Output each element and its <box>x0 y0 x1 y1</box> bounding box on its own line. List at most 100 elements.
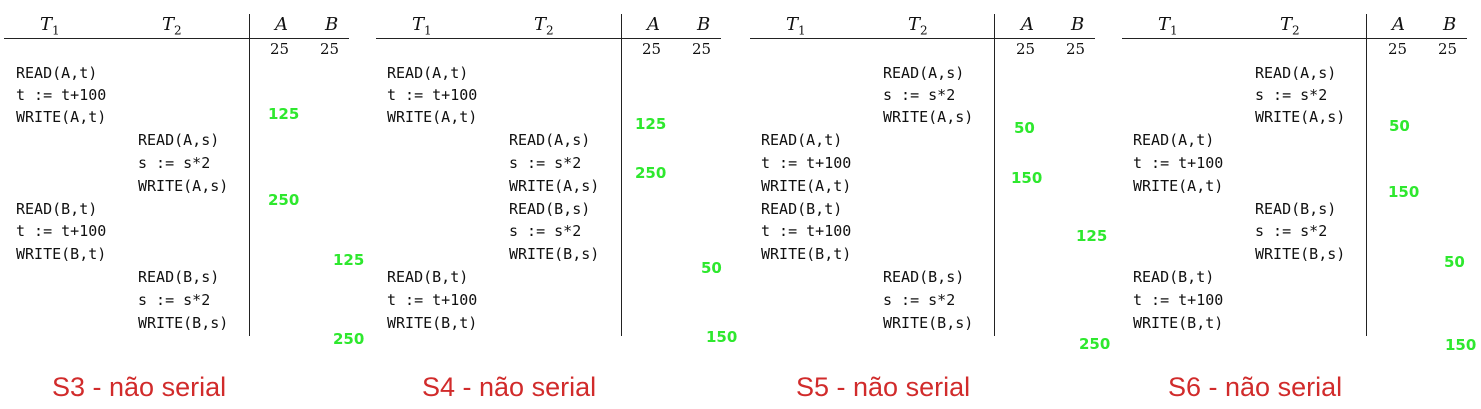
a-value: 250 <box>635 164 667 182</box>
t2-op: READ(A,s) <box>138 131 220 149</box>
schedule-caption: S4 - não serial <box>422 372 597 402</box>
column-divider <box>1366 14 1367 336</box>
t1-op: WRITE(A,t) <box>761 177 852 195</box>
t2-op: WRITE(B,s) <box>1255 245 1346 263</box>
schedule-caption: S3 - não serial <box>52 372 227 402</box>
t1-op: t := t+100 <box>387 86 478 104</box>
t1-op: WRITE(A,t) <box>387 108 478 126</box>
b-value: 125 <box>333 251 365 269</box>
t1-op: t := t+100 <box>16 222 107 240</box>
t2-op: WRITE(B,s) <box>509 245 600 263</box>
header-t2: T2 <box>162 14 182 38</box>
t2-op: s := s*2 <box>883 86 956 104</box>
t1-op: WRITE(B,t) <box>16 245 107 263</box>
column-divider <box>621 14 622 336</box>
t1-op: READ(B,t) <box>761 200 843 218</box>
t1-op: READ(A,t) <box>16 64 98 82</box>
schedule-caption: S6 - não serial <box>1168 372 1343 402</box>
header-t1: T1 <box>40 14 60 38</box>
header-b: B <box>1443 14 1457 35</box>
column-divider <box>249 14 250 336</box>
header-t1: T1 <box>786 14 806 38</box>
a-value: 50 <box>1014 119 1035 137</box>
t1-op: WRITE(B,t) <box>1133 314 1224 332</box>
t1-op: READ(A,t) <box>761 131 843 149</box>
initial-a: 25 <box>642 40 662 58</box>
t1-op: t := t+100 <box>387 291 478 309</box>
column-divider <box>994 14 995 336</box>
t2-op: WRITE(A,s) <box>1255 108 1346 126</box>
t2-op: WRITE(A,s) <box>509 177 600 195</box>
b-value: 50 <box>1444 253 1465 271</box>
t2-op: s := s*2 <box>509 222 582 240</box>
t2-op: READ(B,s) <box>138 268 220 286</box>
initial-a: 25 <box>270 40 290 58</box>
header-t2: T2 <box>534 14 554 38</box>
a-value: 50 <box>1389 117 1410 135</box>
schedule-s4: T1 T2 A B 25 25 READ(A,t) t := t+100 WRI… <box>372 0 737 409</box>
t2-op: WRITE(B,s) <box>883 314 974 332</box>
schedule-caption: S5 - não serial <box>796 372 971 402</box>
t1-op: READ(B,t) <box>16 200 98 218</box>
t2-op: WRITE(A,s) <box>138 177 229 195</box>
header-t1: T1 <box>412 14 432 38</box>
header-rule <box>4 38 349 39</box>
header-rule <box>750 38 1095 39</box>
b-value: 150 <box>1445 336 1477 354</box>
initial-b: 25 <box>320 40 340 58</box>
t1-op: t := t+100 <box>761 154 852 172</box>
header-a: A <box>1021 14 1034 35</box>
t2-op: s := s*2 <box>138 154 211 172</box>
b-value: 250 <box>1079 335 1111 353</box>
header-a: A <box>647 14 660 35</box>
t1-op: READ(B,t) <box>1133 268 1215 286</box>
t2-op: READ(A,s) <box>509 131 591 149</box>
t2-op: READ(B,s) <box>1255 200 1337 218</box>
schedule-s5: T1 T2 A B 25 25 READ(A,s) s := s*2 WRITE… <box>746 0 1110 409</box>
schedule-s3: T1 T2 A B 25 25 READ(A,t) t := t+100 WRI… <box>0 0 364 409</box>
t2-op: READ(A,s) <box>883 64 965 82</box>
schedule-s6: T1 T2 A B 25 25 READ(A,s) s := s*2 WRITE… <box>1118 0 1478 409</box>
b-value: 150 <box>706 328 738 346</box>
header-t1: T1 <box>1158 14 1178 38</box>
initial-a: 25 <box>1016 40 1036 58</box>
initial-b: 25 <box>1438 40 1458 58</box>
a-value: 150 <box>1388 183 1420 201</box>
t1-op: WRITE(B,t) <box>761 245 852 263</box>
t2-op: s := s*2 <box>1255 222 1328 240</box>
t2-op: s := s*2 <box>509 154 582 172</box>
t1-op: READ(A,t) <box>1133 131 1215 149</box>
a-value: 250 <box>268 191 300 209</box>
initial-a: 25 <box>1388 40 1408 58</box>
a-value: 150 <box>1011 169 1043 187</box>
a-value: 125 <box>268 105 300 123</box>
t2-op: s := s*2 <box>883 291 956 309</box>
header-b: B <box>697 14 711 35</box>
b-value: 125 <box>1076 227 1108 245</box>
b-value: 250 <box>333 330 365 348</box>
initial-b: 25 <box>1066 40 1086 58</box>
header-b: B <box>1071 14 1085 35</box>
header-t2: T2 <box>908 14 928 38</box>
header-t2: T2 <box>1280 14 1300 38</box>
header-rule <box>1122 38 1467 39</box>
t2-op: s := s*2 <box>138 291 211 309</box>
t1-op: t := t+100 <box>1133 291 1224 309</box>
initial-b: 25 <box>692 40 712 58</box>
a-value: 125 <box>635 115 667 133</box>
header-b: B <box>325 14 339 35</box>
t2-op: WRITE(A,s) <box>883 108 974 126</box>
t1-op: READ(A,t) <box>387 64 469 82</box>
t1-op: READ(B,t) <box>387 268 469 286</box>
t1-op: t := t+100 <box>16 86 107 104</box>
t2-op: READ(A,s) <box>1255 64 1337 82</box>
t2-op: s := s*2 <box>1255 86 1328 104</box>
header-rule <box>376 38 721 39</box>
t1-op: t := t+100 <box>1133 154 1224 172</box>
t1-op: WRITE(B,t) <box>387 314 478 332</box>
header-a: A <box>1392 14 1405 35</box>
t2-op: READ(B,s) <box>509 200 591 218</box>
t1-op: WRITE(A,t) <box>16 108 107 126</box>
header-a: A <box>275 14 288 35</box>
t1-op: t := t+100 <box>761 222 852 240</box>
